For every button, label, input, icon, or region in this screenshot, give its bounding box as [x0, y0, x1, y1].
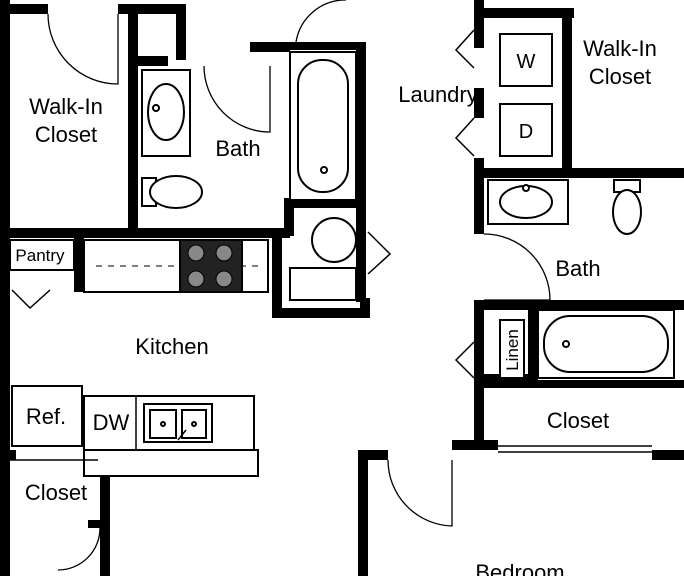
bifold-door-laundry [454, 29, 475, 157]
refrigerator [11, 385, 83, 447]
range [179, 239, 243, 293]
pantry-box [9, 239, 75, 271]
laundry-label: Laundry [398, 82, 478, 107]
refrigerator-label: Ref. [26, 404, 66, 429]
toilet-right-bath [612, 179, 642, 235]
sink-left-bath [141, 69, 191, 157]
linen-label: Linen [503, 329, 522, 371]
walkin-closet-left-label-2: Closet [35, 122, 97, 147]
bath-right-label: Bath [555, 256, 600, 281]
bathtub-right [537, 309, 675, 379]
toilet-left-bath [141, 175, 203, 209]
water-heater [289, 217, 357, 301]
walkin-closet-right-label-1: Walk-In [583, 36, 657, 61]
washer [499, 33, 553, 87]
bifold-door-linen [454, 341, 475, 379]
bifold-door-utility [367, 231, 392, 275]
dryer [499, 103, 553, 157]
bedroom-label: Bedroom [475, 560, 564, 576]
bifold-door-pantry [11, 289, 51, 310]
door-swing-bedroom [387, 459, 453, 527]
washer-label: W [517, 51, 536, 73]
walkin-closet-right-label-2: Closet [589, 64, 651, 89]
kitchen-sink [143, 403, 213, 443]
closet-left-label: Closet [25, 480, 87, 505]
door-swing-walkin-left [47, 13, 119, 85]
closet-right-label: Closet [547, 408, 609, 433]
sink-right-bath [487, 179, 569, 225]
linen-closet [499, 319, 525, 379]
pantry-label: Pantry [15, 246, 65, 265]
sliding-door-closet [498, 445, 652, 453]
door-swing-bath-left [203, 65, 271, 133]
dryer-label: D [519, 121, 533, 143]
dishwasher-label: DW [93, 410, 130, 435]
door-swing-closet-left [57, 527, 101, 571]
kitchen-label: Kitchen [135, 334, 208, 359]
door-swing-bath-right [483, 233, 551, 301]
walkin-closet-left-label-1: Walk-In [29, 94, 103, 119]
door-swing-entry-top [295, 0, 346, 43]
bath-left-label: Bath [215, 136, 260, 161]
bathtub-left [289, 51, 357, 201]
